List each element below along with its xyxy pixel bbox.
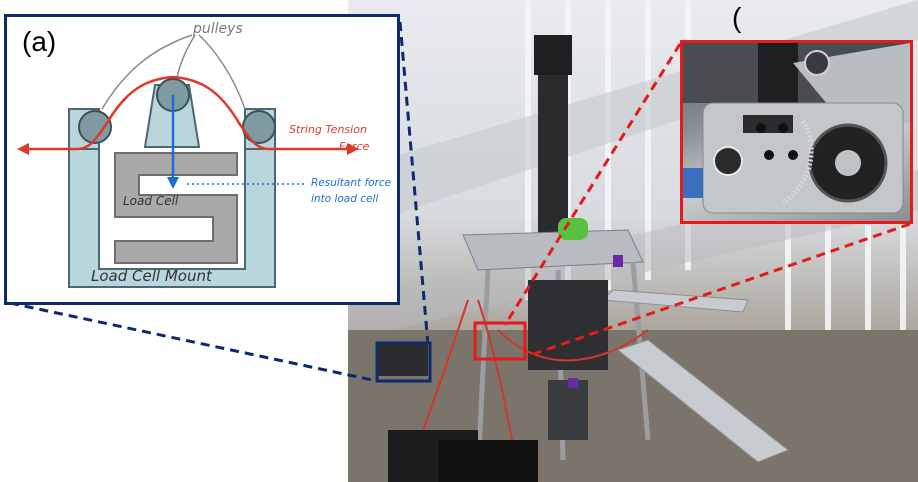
panel-b-closeup: [680, 40, 913, 224]
string-path: [21, 75, 355, 151]
panel-a-schematic: pulleys String Tension Force Resultant f…: [4, 14, 400, 305]
force-arrow: [167, 177, 179, 189]
connector-bottom-blue: [9, 301, 378, 383]
pulleys-label: pulleys: [193, 21, 243, 37]
panel-a-label: (a): [22, 26, 57, 57]
panel-b-label: (: [732, 2, 742, 33]
string-tension-label-line1: String Tension: [289, 123, 367, 136]
resultant-force-label-line2: into load cell: [311, 193, 379, 205]
load-cell-label: Load Cell: [123, 194, 179, 208]
pulley-right: [242, 110, 276, 144]
resultant-force-label-line1: Resultant force: [311, 177, 392, 189]
load-cell-schematic: [17, 34, 359, 288]
string-arrow-left: [17, 143, 29, 155]
closeup-illustration: [683, 43, 910, 214]
string-arrow-right: [347, 143, 359, 155]
pulley-left: [78, 110, 112, 144]
load-cell-mount-label: Load Cell Mount: [91, 267, 212, 285]
string-tension-label-line2: Force: [339, 140, 370, 153]
load-cell-photo: [376, 342, 428, 376]
